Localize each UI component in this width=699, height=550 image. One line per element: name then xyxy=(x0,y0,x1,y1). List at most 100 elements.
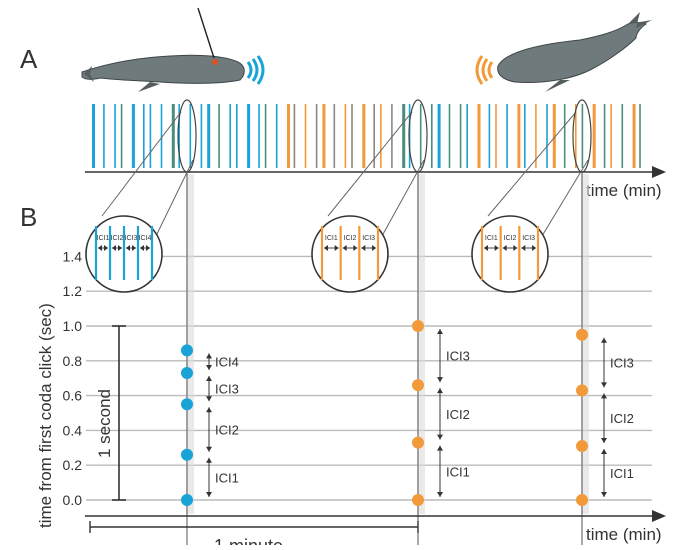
inset-ici-arrowhead xyxy=(140,245,144,251)
inset-ici-label: ICI3 xyxy=(362,235,375,242)
click-bar xyxy=(552,104,556,168)
inset-ici-arrowhead xyxy=(513,245,518,251)
ici-label: ICI3 xyxy=(215,382,239,397)
y-tick-label: 0.2 xyxy=(63,457,83,473)
click-bar xyxy=(293,104,296,168)
inset-ici-arrowhead xyxy=(334,245,339,251)
ici-arrowhead xyxy=(437,329,443,334)
coda-click-dot xyxy=(576,494,588,506)
ici-arrowhead xyxy=(601,382,607,388)
click-bar xyxy=(603,104,606,168)
click-bar xyxy=(419,104,422,168)
ici-label: ICI2 xyxy=(610,411,634,426)
click-timeline xyxy=(92,104,641,168)
click-bar xyxy=(546,104,548,168)
click-bar xyxy=(639,104,641,168)
y-tick-label: 1.4 xyxy=(63,248,83,264)
inset-connector xyxy=(101,111,182,217)
click-bar xyxy=(149,104,152,168)
inset-connector xyxy=(541,159,589,237)
ici-label: ICI1 xyxy=(446,464,470,479)
click-bar xyxy=(431,104,433,168)
click-bar xyxy=(103,104,105,168)
ici-arrowhead xyxy=(437,388,443,394)
ici-arrowhead xyxy=(601,492,607,497)
click-bar xyxy=(258,104,260,168)
click-bar xyxy=(535,104,537,168)
click-bar xyxy=(391,104,393,168)
click-bar xyxy=(171,104,175,168)
click-bar xyxy=(264,104,267,168)
click-bar xyxy=(333,104,336,168)
coda-click-dot xyxy=(181,398,193,411)
bottom-axis-label: time (min) xyxy=(586,525,662,544)
coda-highlight-ellipse xyxy=(177,99,197,173)
click-bar xyxy=(477,104,481,168)
click-bar xyxy=(275,104,278,168)
ici-arrowhead xyxy=(206,375,212,381)
click-bar xyxy=(143,104,145,168)
ici-arrowhead xyxy=(601,438,607,444)
click-bar xyxy=(380,104,382,168)
coda-click-dot xyxy=(181,344,193,357)
ici-label: ICI3 xyxy=(446,349,470,364)
click-bar xyxy=(315,104,318,168)
coda-click-dot xyxy=(576,384,588,397)
inset-ici-arrowhead xyxy=(342,245,347,251)
coda-shadow xyxy=(186,174,194,514)
ici-arrowhead xyxy=(601,449,607,455)
whale-icon xyxy=(497,12,652,92)
click-bar xyxy=(287,104,290,168)
click-bar xyxy=(218,104,220,168)
click-bar xyxy=(229,104,231,168)
click-bar xyxy=(632,104,636,168)
inset-ici-label: ICI4 xyxy=(139,235,152,242)
click-bar xyxy=(517,104,521,168)
inset-ici-arrowhead xyxy=(353,245,358,251)
one-minute-label: 1 minute xyxy=(214,536,283,545)
click-bar xyxy=(466,104,468,168)
inset-ici-arrowhead xyxy=(98,245,102,251)
coda-shadow xyxy=(581,174,589,514)
y-tick-label: 0.4 xyxy=(63,422,83,438)
click-bar xyxy=(575,104,577,168)
ici-arrowhead xyxy=(601,393,607,399)
click-bar xyxy=(236,104,238,168)
inset-ici-label: ICI3 xyxy=(522,235,535,242)
inset-ici-arrowhead xyxy=(118,245,122,251)
ici-arrowhead xyxy=(206,364,212,370)
click-bar xyxy=(247,104,251,168)
one-second-label: 1 second xyxy=(95,389,114,458)
inset-ici-label: ICI2 xyxy=(344,235,357,242)
coda-click-dot xyxy=(412,320,424,332)
click-bar xyxy=(621,104,624,168)
coda-click-dot xyxy=(181,494,193,506)
ici-arrowhead xyxy=(437,377,443,383)
ici-arrowhead xyxy=(206,457,212,463)
inset-ici-arrowhead xyxy=(126,245,130,251)
click-bar xyxy=(459,104,462,168)
click-bar xyxy=(506,104,508,168)
inset-connector xyxy=(381,159,425,237)
ici-label: ICI1 xyxy=(610,466,634,481)
coda-click-dot xyxy=(412,494,424,506)
click-bar xyxy=(344,104,347,168)
coda-click-dot xyxy=(412,436,424,449)
ici-arrowhead xyxy=(206,396,212,402)
ici-arrowhead xyxy=(601,337,607,343)
ici-arrowhead xyxy=(206,407,212,413)
timeline-axis-arrow xyxy=(652,166,666,178)
panel-label-a: A xyxy=(20,44,38,74)
inset-connector xyxy=(487,111,577,217)
inset-ici-label: ICI1 xyxy=(485,235,498,242)
inset-magnifier xyxy=(311,215,389,293)
y-gridlines xyxy=(86,255,652,501)
inset-ici-label: ICI1 xyxy=(325,235,338,242)
inset-ici-arrowhead xyxy=(112,245,116,251)
panel-label-b: B xyxy=(20,202,37,232)
inset-ici-arrowhead xyxy=(502,245,507,251)
inset-ici-label: ICI2 xyxy=(504,235,517,242)
